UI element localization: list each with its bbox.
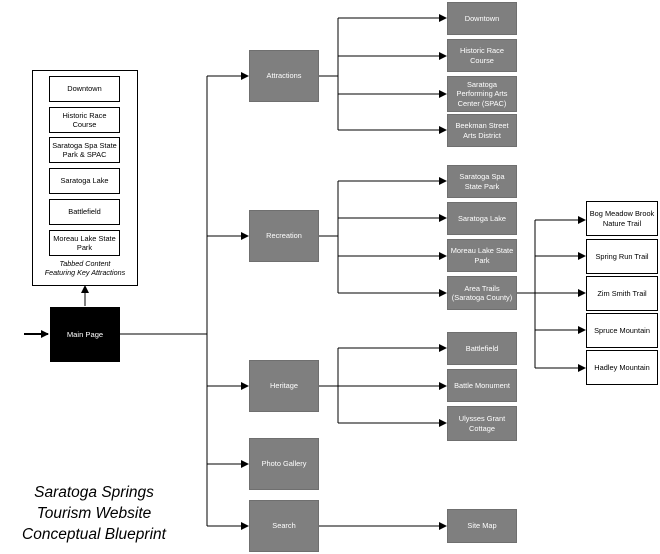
tab-downtown[interactable]: Downtown: [49, 76, 120, 102]
caption-line-2: Featuring Key Attractions: [44, 268, 126, 278]
heritage-battle-monument-node[interactable]: Battle Monument: [447, 369, 517, 402]
trail-bog-meadow-brook-node[interactable]: Bog Meadow Brook Nature Trail: [586, 201, 658, 236]
title-line-1: Saratoga Springs: [34, 484, 154, 501]
recreation-spa-state-park-node[interactable]: Saratoga Spa State Park: [447, 165, 517, 198]
search-site-map-node[interactable]: Site Map: [447, 509, 517, 543]
tab-saratoga-spa-state-park-spac[interactable]: Saratoga Spa State Park & SPAC: [49, 137, 120, 163]
trail-zim-smith-node[interactable]: Zim Smith Trail: [586, 276, 658, 311]
tab-saratoga-lake[interactable]: Saratoga Lake: [49, 168, 120, 194]
search-node[interactable]: Search: [249, 500, 319, 552]
heritage-node[interactable]: Heritage: [249, 360, 319, 412]
photo-gallery-node[interactable]: Photo Gallery: [249, 438, 319, 490]
recreation-node[interactable]: Recreation: [249, 210, 319, 262]
attractions-downtown-node[interactable]: Downtown: [447, 2, 517, 35]
tab-moreau-lake-state-park[interactable]: Moreau Lake State Park: [49, 230, 120, 256]
attractions-historic-race-course-node[interactable]: Historic Race Course: [447, 39, 517, 72]
recreation-saratoga-lake-node[interactable]: Saratoga Lake: [447, 202, 517, 235]
tab-battlefield[interactable]: Battlefield: [49, 199, 120, 225]
heritage-battlefield-node[interactable]: Battlefield: [447, 332, 517, 365]
title-line-2: Tourism Website: [36, 505, 152, 522]
attractions-beekman-street-node[interactable]: Beekman Street Arts District: [447, 114, 517, 147]
recreation-area-trails-node[interactable]: Area Trails (Saratoga County): [447, 276, 517, 310]
tabbed-content-caption: Tabbed Content Featuring Key Attractions: [32, 259, 138, 278]
trail-hadley-mountain-node[interactable]: Hadley Mountain: [586, 350, 658, 385]
recreation-moreau-lake-node[interactable]: Moreau Lake State Park: [447, 239, 517, 272]
main-page-node[interactable]: Main Page: [50, 307, 120, 362]
caption-line-1: Tabbed Content: [59, 259, 111, 268]
tab-historic-race-course[interactable]: Historic Race Course: [49, 107, 120, 133]
attractions-spac-node[interactable]: Saratoga Performing Arts Center (SPAC): [447, 76, 517, 112]
attractions-node[interactable]: Attractions: [249, 50, 319, 102]
diagram-title: Saratoga Springs Tourism Website Concept…: [4, 482, 184, 545]
title-line-3: Conceptual Blueprint: [22, 526, 166, 543]
trail-spring-run-node[interactable]: Spring Run Trail: [586, 239, 658, 274]
trail-spruce-mountain-node[interactable]: Spruce Mountain: [586, 313, 658, 348]
heritage-grant-cottage-node[interactable]: Ulysses Grant Cottage: [447, 406, 517, 441]
